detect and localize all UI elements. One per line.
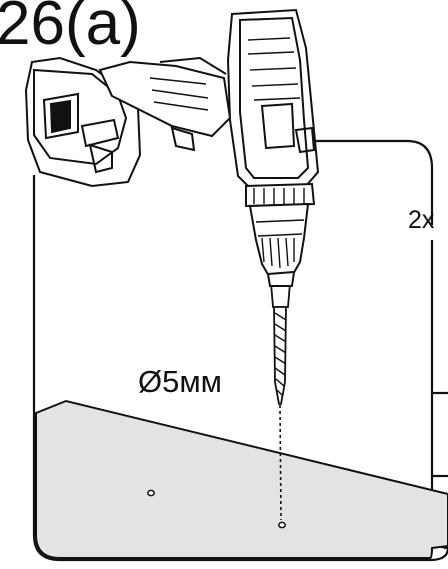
- board-panel: [35, 399, 448, 559]
- drill-size-label: Ø5мм: [138, 364, 222, 399]
- quantity-label: 2x: [408, 206, 435, 234]
- cordless-drill-icon: [24, 8, 320, 287]
- drill-bit-icon: [270, 282, 291, 405]
- hole-marker: [278, 521, 286, 529]
- drill-path-line: [279, 404, 282, 521]
- figure-label: 26(a): [0, 0, 141, 58]
- hole-marker: [147, 489, 155, 497]
